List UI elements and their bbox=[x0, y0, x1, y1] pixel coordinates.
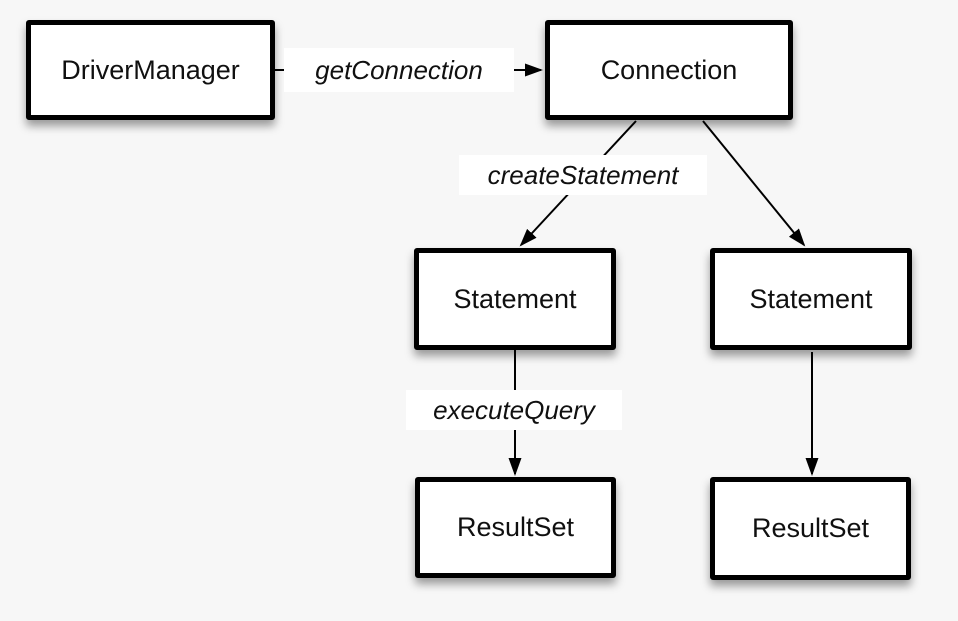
node-connection-label: Connection bbox=[600, 54, 738, 85]
node-resultset-right: ResultSet bbox=[710, 477, 911, 580]
arrow-connection-to-statement-right bbox=[702, 120, 806, 247]
node-statement-left: Statement bbox=[414, 248, 616, 350]
node-drivermanager-label: DriverManager bbox=[61, 54, 240, 85]
node-resultset-left-label: ResultSet bbox=[456, 512, 575, 542]
node-drivermanager: DriverManager bbox=[26, 20, 275, 120]
edge-label-createstatement: createStatement bbox=[459, 155, 707, 195]
node-statement-right: Statement bbox=[710, 248, 912, 350]
node-connection: Connection bbox=[545, 20, 793, 120]
edge-label-executequery: executeQuery bbox=[406, 390, 622, 430]
node-resultset-right-label: ResultSet bbox=[751, 513, 870, 543]
node-resultset-left: ResultSet bbox=[415, 477, 616, 578]
node-statement-right-label: Statement bbox=[749, 283, 873, 314]
edge-label-getconnection: getConnection bbox=[284, 48, 514, 92]
node-statement-left-label: Statement bbox=[453, 283, 577, 314]
